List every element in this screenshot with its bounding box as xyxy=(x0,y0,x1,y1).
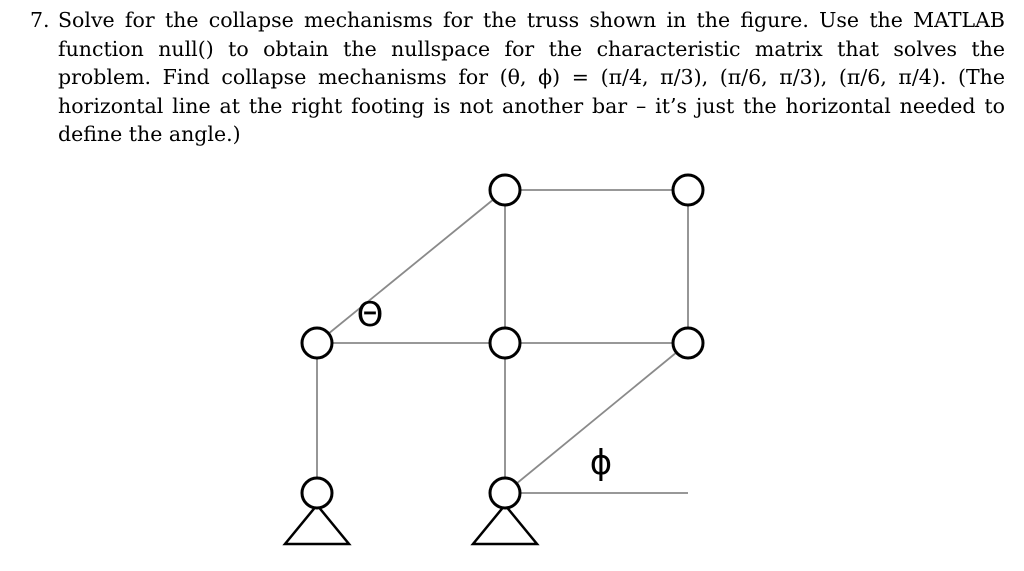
pin-joint-icon xyxy=(488,173,522,207)
problem-text: Solve for the collapse mechanisms for th… xyxy=(58,8,1005,146)
pin-joint-icon xyxy=(300,476,334,510)
pin-joint-icon xyxy=(671,326,705,360)
pin-joint-icon xyxy=(671,173,705,207)
pin-joint-icon xyxy=(488,476,522,510)
triangle-support-icon xyxy=(470,503,540,546)
pin-joint-icon xyxy=(300,326,334,360)
bar-diagonal-lower-right xyxy=(504,342,689,494)
theta-label: Θ xyxy=(357,295,384,335)
phi-label: ϕ xyxy=(590,443,612,483)
pin-joint-icon xyxy=(488,326,522,360)
problem-statement: 7. Solve for the collapse mechanisms for… xyxy=(30,6,1005,149)
triangle-support-icon xyxy=(282,503,352,546)
bar-diagonal-upper-left xyxy=(316,189,506,344)
problem-number: 7. xyxy=(30,8,50,32)
